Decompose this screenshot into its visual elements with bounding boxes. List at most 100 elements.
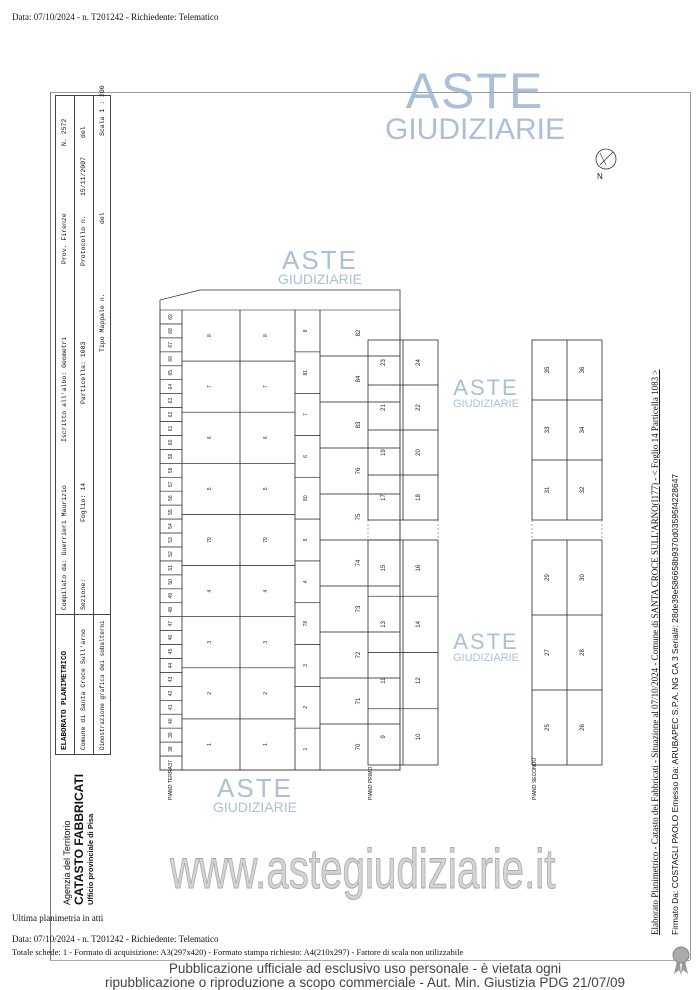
unit-number: 75 (356, 513, 362, 520)
unit-number: 4 (303, 580, 309, 583)
unit-number: 53 (168, 537, 174, 543)
north-arrow-icon (595, 148, 617, 170)
room-number: 5 (207, 487, 213, 490)
room-number: 3 (207, 641, 213, 644)
unit-number: 78 (303, 621, 309, 627)
unit-number: 12 (416, 677, 422, 684)
unit-number: 60 (168, 439, 174, 445)
publication-notice-line1: Pubblicazione ufficiale ad esclusivo uso… (168, 961, 562, 976)
frame-border-right (690, 92, 691, 960)
unit-number: 8 (303, 329, 309, 332)
footer-format-line: Totale schede: 1 - Formato di acquisizio… (12, 947, 464, 957)
watermark-aste-text: ASTE (453, 375, 519, 400)
second-floor-unit (566, 539, 603, 616)
unit-number: 36 (580, 366, 586, 373)
watermark-giudiziarie-text: GIUDIZIARIE (384, 112, 565, 146)
unit-number: 82 (356, 329, 362, 336)
astegiudiziarie-url-watermark: www.astegiudiziarie.it (170, 837, 556, 900)
unit-number: 15 (381, 564, 387, 571)
room-number: 8 (207, 334, 213, 337)
signature-seal-icon (672, 946, 690, 975)
unit-number: 76 (356, 467, 362, 474)
unit-number: 40 (168, 718, 174, 724)
unit-number: 84 (356, 375, 362, 382)
unit-number: 48 (168, 607, 174, 613)
watermark-aste-text: ASTE (217, 773, 293, 803)
unit-number: 83 (356, 421, 362, 428)
unit-number: 20 (416, 449, 422, 456)
unit-number: 33 (545, 426, 551, 433)
unit-number: 42 (168, 690, 174, 696)
room-number: 7 (207, 385, 213, 388)
side-situation-text: Elaborato Planimetrico - Catasto dei Fab… (650, 369, 660, 935)
frame-border-left (50, 92, 51, 960)
room-number: 1 (207, 743, 213, 746)
unit-number: 55 (168, 509, 174, 515)
unit-number: 57 (168, 481, 174, 487)
frame-border-top (50, 92, 690, 93)
second-floor-label: PIANO SECONDO (532, 757, 538, 800)
unit-number: 30 (580, 574, 586, 581)
watermark-aste-text: ASTE (453, 629, 519, 654)
unit-number: 70 (356, 743, 362, 750)
second-floor-unit (566, 339, 603, 401)
unit-number: 67 (168, 342, 174, 348)
unit-number: 19 (381, 449, 387, 456)
footer-request-line: Data: 07/10/2024 - n. T201242 - Richiede… (12, 934, 219, 944)
unit-number: 16 (416, 564, 422, 571)
unit-number: 41 (168, 704, 174, 710)
watermark-aste-text: ASTE (405, 63, 545, 119)
unit-number: 38 (168, 746, 174, 752)
first-floor-unit (402, 539, 439, 597)
publication-notice: Pubblicazione ufficiale ad esclusivo uso… (60, 962, 670, 990)
room-number: 79 (263, 537, 269, 543)
last-plan-note: Ultima planimetria in atti (12, 913, 104, 923)
first-floor-label: PIANO PRIMO (368, 766, 374, 800)
room-number: 6 (263, 436, 269, 439)
unit-number: 49 (168, 593, 174, 599)
north-label: N (597, 172, 603, 181)
unit-number: 17 (381, 494, 387, 501)
unit-number: 80 (303, 495, 309, 501)
room-number: 2 (263, 692, 269, 695)
watermark-giudiziarie-text: GIUDIZIARIE (212, 798, 297, 815)
room-number: 2 (207, 692, 213, 695)
room-number: 1 (263, 743, 269, 746)
unit-number: 24 (416, 359, 422, 366)
unit-number: 63 (168, 398, 174, 404)
ground-floor-outline (159, 289, 401, 771)
watermark-giudiziarie-text: GIUDIZIARIE (277, 270, 362, 287)
unit-number: 45 (168, 649, 174, 655)
unit-number: 51 (168, 565, 174, 571)
unit-number: 5 (303, 538, 309, 541)
unit-number: 81 (303, 370, 309, 376)
unit-number: 47 (168, 621, 174, 627)
unit-number: 52 (168, 551, 174, 557)
unit-number: 65 (168, 370, 174, 376)
unit-number: 10 (416, 733, 422, 740)
publication-notice-line2: ripubblicazione o riproduzione a scopo c… (104, 975, 625, 990)
document-header-line: Data: 07/10/2024 - n. T201242 - Richiede… (12, 12, 219, 22)
unit-number: 3 (303, 664, 309, 667)
unit-number: 74 (356, 559, 362, 566)
room-number: 6 (207, 436, 213, 439)
unit-number: 54 (168, 523, 174, 529)
unit-number: 11 (381, 677, 387, 684)
unit-number: 23 (381, 359, 387, 366)
aste-watermark-logo: ASTE GIUDIZIARIE (375, 63, 575, 146)
unit-number: 59 (168, 453, 174, 459)
aste-watermark-logo: ASTE GIUDIZIARIE (441, 629, 531, 664)
unit-number: 31 (545, 486, 551, 493)
ground-floor-label: PIANO TERRA (168, 766, 174, 800)
aste-watermark-logo: ASTE GIUDIZIARIE (265, 245, 375, 287)
unit-number: 22 (416, 404, 422, 411)
unit-number: 61 (168, 425, 174, 431)
watermark-aste-text: ASTE (282, 245, 358, 275)
room-number: 5 (263, 487, 269, 490)
unit-number: 29 (545, 574, 551, 581)
unit-number: 73 (356, 605, 362, 612)
unit-number: 43 (168, 676, 174, 682)
unit-number: 37 (168, 760, 174, 766)
watermark-giudiziarie-text: GIUDIZIARIE (452, 651, 519, 664)
